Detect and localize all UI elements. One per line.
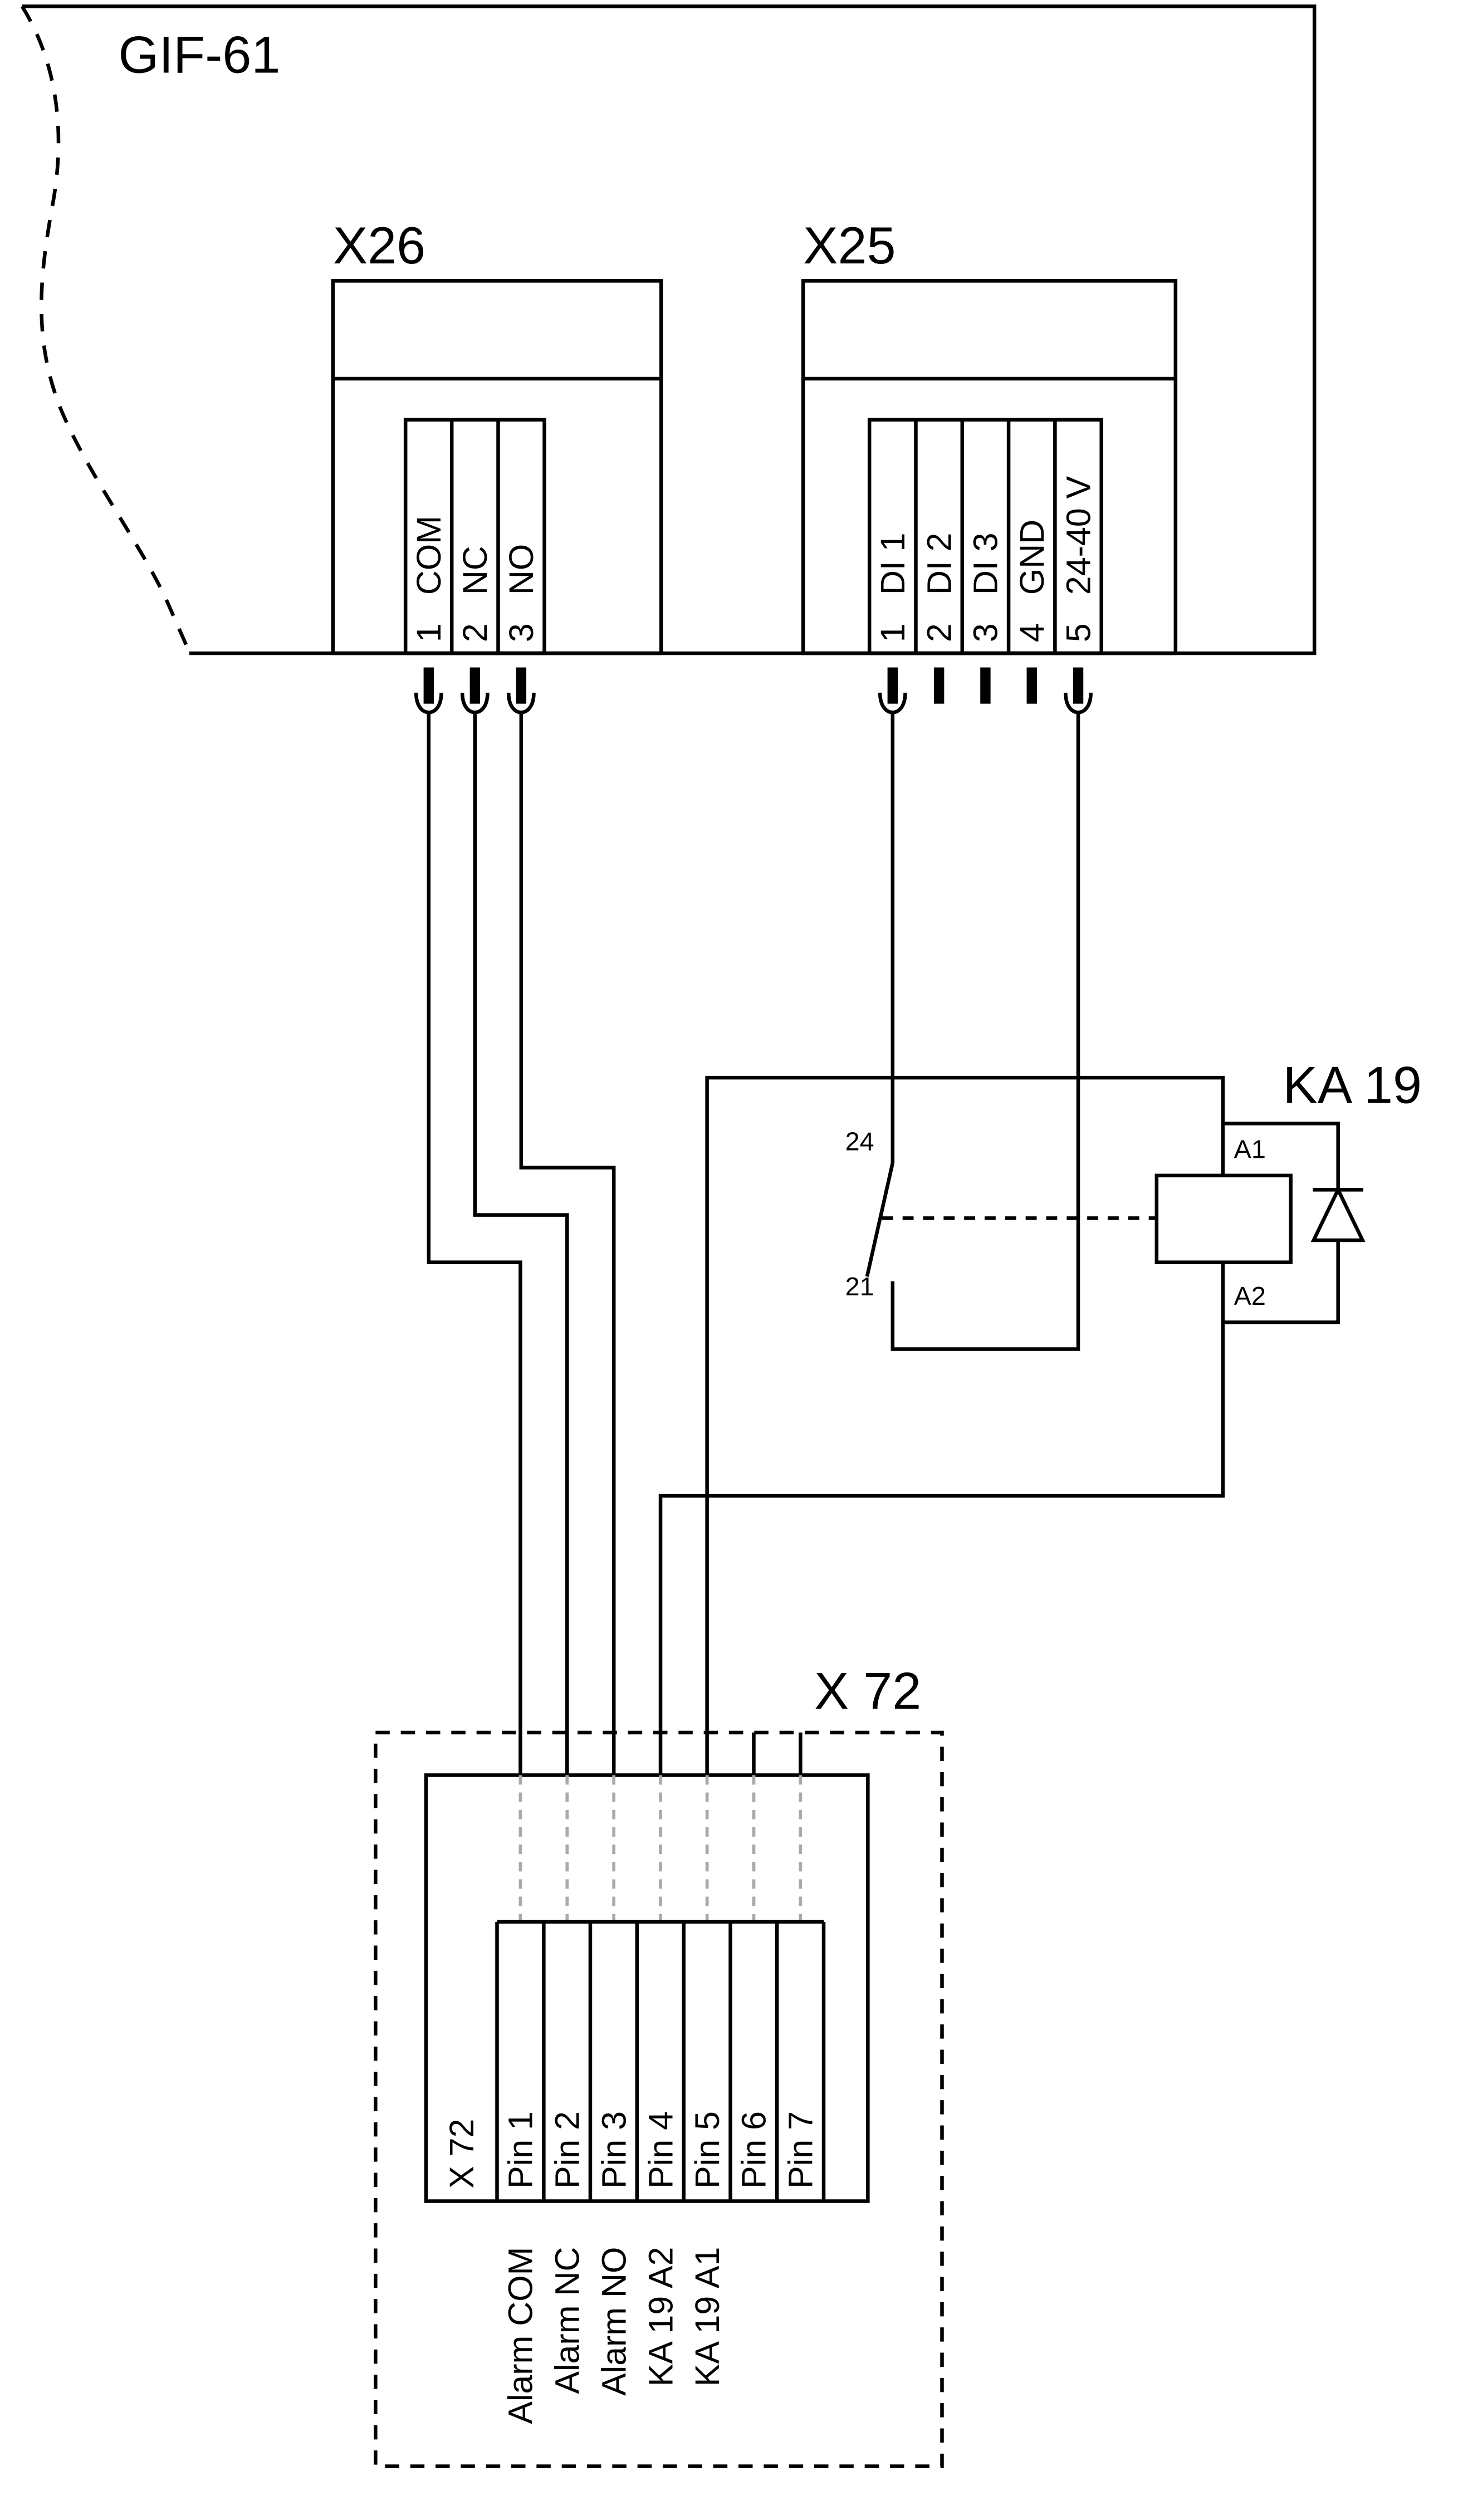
gif61-board-break-line: [20, 5, 192, 654]
x72-signal-label: Alarm COM: [502, 2247, 540, 2424]
x26-terminal-number: 2: [456, 623, 494, 642]
x25-terminal-name: DI 1: [874, 532, 912, 595]
x72-pin-label: Pin 4: [642, 2111, 679, 2189]
x25-terminal-number: 3: [967, 623, 1005, 642]
wire-alarm-com: [427, 712, 522, 1775]
x25-terminal-name: DI 2: [920, 532, 958, 595]
x72-signal-label: Alarm NO: [595, 2247, 633, 2396]
connector-x25: X25 1 DI 1 2 DI 2 3 DI 3 4 GND 5 24-40 V: [801, 216, 1178, 655]
x25-terminal-name: 24-40 V: [1059, 476, 1097, 595]
diode-lead-bottom: [1222, 1240, 1340, 1324]
coil-terminal-a2: A2: [1234, 1281, 1266, 1310]
wires: [427, 712, 1225, 1775]
x72-dashed-boundary: [374, 1730, 944, 2468]
x25-body: [801, 279, 1178, 655]
x25-label: X25: [803, 216, 896, 275]
x72-block-label: X 72: [443, 2119, 481, 2189]
x25-terminal-name: GND: [1013, 520, 1051, 595]
x25-terminal-number: 4: [1013, 623, 1051, 642]
x26-terminal-name: NC: [456, 546, 494, 595]
contact-terminal-24: 24: [845, 1127, 874, 1156]
x26-label: X26: [333, 216, 425, 275]
ka19-label: KA 19: [1283, 1055, 1422, 1114]
gif61-device-box: GIF-61: [20, 4, 1317, 655]
x26-terminal-name: COM: [410, 516, 448, 595]
x72-body: [424, 1773, 870, 2203]
x72-label: X 72: [814, 1661, 921, 1720]
x26-terminal-number: 3: [502, 623, 540, 642]
x72-pin-label: Pin 1: [502, 2111, 540, 2189]
x26-terminal-number: 1: [410, 623, 448, 642]
x25-terminal-name: DI 3: [967, 532, 1005, 595]
connector-x72: X 72 X 72 Pin 1 Pin 2 Pin 3 Pin 4 Pin 5 …: [374, 1661, 944, 2468]
gif61-box-outline: [22, 4, 1317, 655]
x26-terminal-name: NO: [502, 544, 540, 595]
x72-signal-label: Alarm NC: [549, 2247, 586, 2394]
suppression-diode: [1222, 1122, 1366, 1324]
x25-terminal-number: 1: [874, 623, 912, 642]
wire-alarm-no: [519, 712, 616, 1775]
x72-signal-label: KA 19 A2: [642, 2247, 679, 2387]
gif61-label: GIF-61: [119, 25, 281, 84]
x25-terminal-number: 5: [1059, 623, 1097, 642]
x72-pin-label: Pin 5: [688, 2111, 726, 2189]
x25-terminal-number: 2: [920, 623, 958, 642]
diode-triangle-icon: [1310, 1185, 1366, 1242]
coil-terminal-a1: A1: [1234, 1135, 1266, 1164]
contact-terminal-21: 21: [845, 1272, 874, 1301]
x72-pin-label: Pin 2: [549, 2111, 586, 2189]
x72-pin-label: Pin 3: [595, 2111, 633, 2189]
connector-x26: X26 1 COM 2 NC 3 NO: [331, 216, 663, 655]
wire-alarm-nc: [473, 712, 569, 1775]
x72-pin-label: Pin 6: [735, 2111, 773, 2189]
x26-terminal-strip: [403, 418, 546, 655]
relay-contact-blade: [865, 1162, 894, 1277]
x72-pin-label: Pin 7: [782, 2111, 820, 2189]
diode-lead-top: [1222, 1122, 1340, 1190]
relay-ka19: KA 19 24 21 A1 A2: [845, 1055, 1422, 1324]
relay-coil: [1154, 1173, 1293, 1264]
wire-ka19-a1: [705, 1075, 1225, 1775]
x25-terminal-strip: [867, 418, 1103, 655]
wire-ka19-a2: [658, 1262, 1225, 1775]
x72-signal-label: KA 19 A1: [688, 2247, 726, 2387]
wire-24v-supply: [891, 712, 1080, 1351]
connector-pin-symbols: [414, 667, 1093, 715]
x72-internal-wires: [518, 1775, 803, 1922]
